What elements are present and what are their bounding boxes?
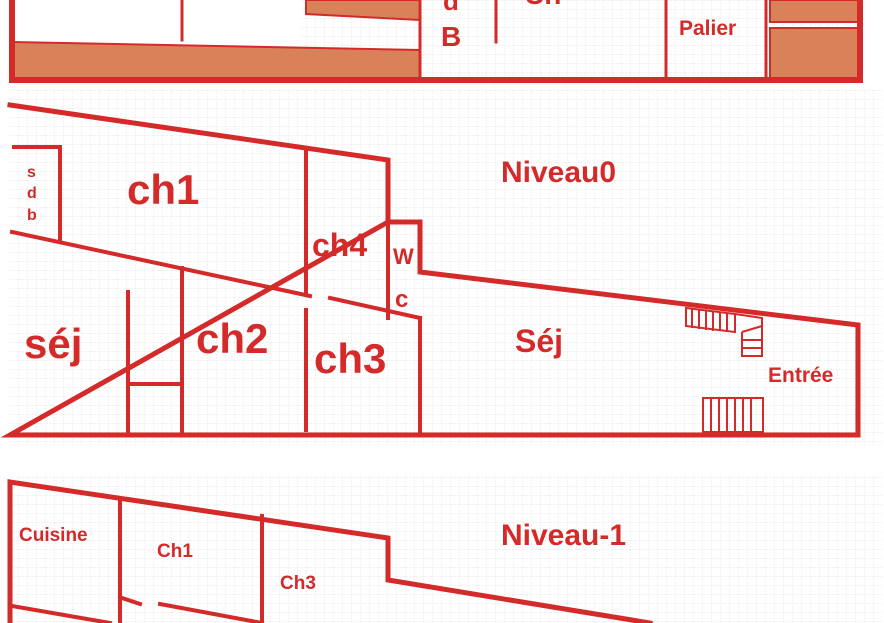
room-top-ch: Ch: [524, 0, 561, 10]
level-niveau0: Niveau0 s d b ch1 ch4 W c séj ch2 ch3 Sé…: [0, 102, 861, 438]
room-cuisine: Cuisine: [19, 525, 88, 546]
level-niveau-minus1: Niveau-1 Cuisine Ch1 Ch3: [7, 479, 653, 623]
room-ch3: ch3: [314, 335, 386, 382]
niveau0-inner-walls: [9, 145, 423, 437]
niveau0-title: Niveau0: [501, 156, 616, 189]
filled-area-right-bottom: [769, 27, 859, 79]
filled-area-right-top: [769, 0, 859, 23]
niveau-minus1-inner-walls: [9, 496, 265, 623]
room-top-d: d: [443, 0, 459, 16]
room-sdb-s: s: [27, 164, 36, 181]
niveau0-outer-walls: [0, 102, 861, 438]
room-ch2: ch2: [196, 315, 268, 362]
room-ch1: ch1: [127, 166, 199, 213]
top-inner-walls: [180, 0, 768, 82]
room-wc-c: c: [395, 286, 408, 313]
room-sdb-b: b: [27, 207, 37, 224]
grid-niveau-minus1: [10, 475, 882, 623]
room-sej-left: séj: [24, 320, 82, 367]
room-sej-right: Séj: [515, 323, 563, 359]
room-entree: Entrée: [768, 364, 833, 387]
room-top-palier: Palier: [679, 17, 736, 40]
room-sdb-d: d: [27, 185, 37, 202]
niveau-minus1-outer-walls: [7, 479, 653, 623]
stairs-upper: [685, 306, 763, 357]
stairs-lower: [702, 397, 764, 433]
room-top-b: B: [441, 21, 461, 52]
level-top: d B Ch Palier: [9, 0, 863, 83]
room-wc-w: W: [393, 244, 414, 269]
room-ch4: ch4: [312, 227, 367, 263]
niveau-minus1-title: Niveau-1: [501, 519, 626, 552]
grid-niveau0: [10, 90, 882, 445]
room-ch3-minus1: Ch3: [280, 573, 316, 594]
room-ch1-minus1: Ch1: [157, 541, 193, 562]
